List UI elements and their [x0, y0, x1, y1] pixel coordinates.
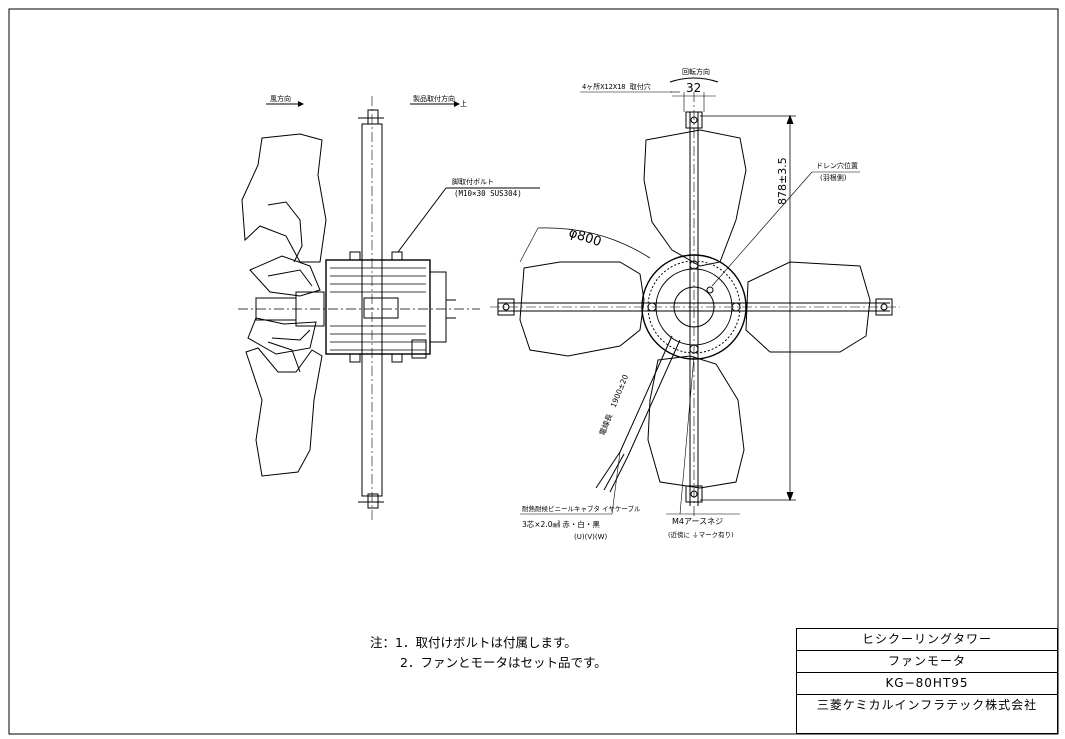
cable-label: 耐熱耐候ビニールキャブタ イヤケーブル: [522, 504, 641, 513]
title-part-name: ファンモータ: [797, 651, 1057, 673]
height-dim-label: 878±3.5: [776, 157, 789, 205]
rotation-direction-label: 回転方向: [682, 67, 710, 76]
side-upper-blade: [241, 133, 327, 263]
cable-spec-label: 3芯×2.0㎟ 赤・白・黒: [522, 519, 600, 529]
front-blade-top: [643, 129, 747, 267]
hole-pitch-label: 32: [686, 81, 701, 95]
drawing-border: [8, 8, 1059, 735]
cable-phase-label: (U)(V)(W): [574, 533, 607, 541]
front-blade-bottom: [647, 355, 745, 489]
front-view: [490, 91, 900, 518]
bolt-spec: (M10×30 SUS304): [454, 189, 522, 198]
hole-spec-label: 4ヶ所X12X18 取付穴: [582, 82, 651, 91]
title-model-number: KG−80HT95: [797, 673, 1057, 695]
side-view-labels: 風方向 製品取付方向 上 脚取付ボルト (M10×30 SUS304): [266, 94, 522, 198]
notes-block: 注：1．取付けボルトは付属します。 2．ファンとモータはセット品です。: [370, 633, 607, 673]
side-view: [238, 96, 540, 520]
drain-sub-label: (羽根側): [820, 173, 847, 182]
drain-label: ドレン穴位置: [816, 161, 858, 170]
cable-length-label: 電線長 1900±20: [597, 373, 631, 437]
earth-screw-label: M4アースネジ: [672, 517, 723, 526]
front-blade-left: [519, 261, 645, 357]
install-direction-label: 製品取付方向: [413, 94, 455, 103]
note-line-2: 2．ファンとモータはセット品です。: [400, 655, 607, 670]
install-up-label: 上: [460, 99, 467, 108]
diameter-label: φ800: [567, 226, 603, 251]
side-lower-blade: [245, 347, 323, 477]
title-product-name: ヒシクーリングタワー: [797, 629, 1057, 651]
title-company-name: 三菱ケミカルインフラテック株式会社: [816, 698, 1038, 712]
note-line-1: 1．取付けボルトは付属します。: [395, 635, 577, 650]
front-blade-right: [745, 261, 871, 353]
notes-prefix: 注：: [370, 635, 396, 650]
earth-note-label: (近傍に ⏚マーク有り): [668, 530, 734, 539]
bolt-label: 脚取付ボルト: [452, 177, 494, 186]
title-block: ヒシクーリングタワー ファンモータ KG−80HT95 三菱ケミカルインフラテッ…: [796, 628, 1058, 734]
wind-direction-label: 風方向: [270, 94, 291, 103]
